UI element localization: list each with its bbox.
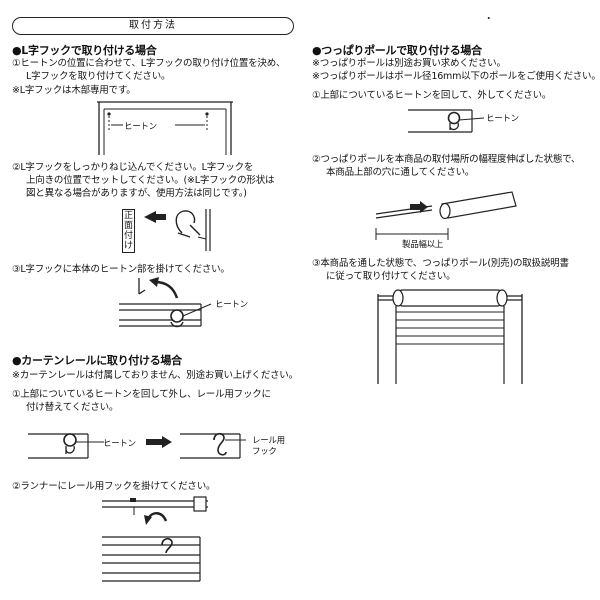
rail-figure-2 [102,496,208,582]
pole-step2-line2: 本商品上部の穴に通してください。 [326,167,475,178]
lhook-figure-2 [144,209,211,251]
pole-note1: ※つっぱりポールは別途お買い求めください。 [312,58,506,69]
pole-step3-line2: に従って取り付けてください。 [326,271,456,282]
pole-label-heaton: ヒートン [486,114,519,124]
pole-figure-1 [408,109,485,133]
lhook-figure-3 [119,277,212,328]
pole-figure-2 [375,191,517,240]
lhook-step2-line2: 上向きの位置でセットしてください。(※L字フックの形状は [26,175,275,186]
section-title: 取付方法 [129,20,177,31]
lhook-fig1-label: ヒートン [124,122,157,132]
lhook-step2-line3: 図と異なる場合がありますが、使用方法は同じです。) [26,188,247,199]
pole-step3-line1: ③本商品を通した状態で、つっぱりポール(別売)の取扱説明書 [312,258,569,269]
pole-figure-3 [377,289,523,384]
stray-dot: ・ [484,14,494,25]
lhook-step1-line1: ①ヒートンの位置に合わせて、L字フックの取り付け位置を決め、 [12,58,286,69]
rail-figure-1 [28,432,246,459]
lhook-figure-1 [94,99,236,156]
lhook-fig3-label: ヒートン [215,300,248,310]
pole-width-label: 製品幅以上 [402,240,444,250]
lhook-step1-line2: L字フックを取り付けてください。 [26,71,171,82]
pole-note2: ※つっぱりポールはポール径16mm以下のポールをご使用ください。 [312,71,600,82]
rail-note: ※カーテンレールは付属しておりません、別途お買い上げください。 [12,370,298,381]
rail-label-heaton: ヒートン [103,439,136,449]
rail-heading: ●カーテンレールに取り付ける場合 [12,354,182,367]
lhook-step3: ③L字フックに本体のヒートン部を掛けてください。 [12,264,230,275]
rail-step1-line2: 付け替えてください。 [26,402,119,413]
rail-label-railhook-1: レール用 [252,436,285,446]
rail-step2: ②ランナーにレール用フックを掛けてください。 [12,481,216,492]
lhook-note: ※L字フックは木部専用です。 [12,85,136,96]
lhook-step2-line1: ②L字フックをしっかりねじ込んでください。L字フックを [12,162,254,173]
pole-heading: ●つっぱりポールで取り付ける場合 [312,44,482,57]
pole-step1: ①上部についているヒートンを回して、外してください。 [312,90,552,101]
lhook-heading: ●L字フックで取り付ける場合 [12,44,157,57]
front-mount-label: 正面付け [122,209,135,253]
rail-step1-line1: ①上部についているヒートンを回して外し、レール用フックに [12,389,271,400]
rail-label-railhook-2: フック [252,447,277,457]
pole-step2-line1: ②つっぱりポールを本商品の取付場所の幅程度伸ばした状態で、 [312,154,581,165]
section-title-bar: 取付方法 [12,17,294,35]
